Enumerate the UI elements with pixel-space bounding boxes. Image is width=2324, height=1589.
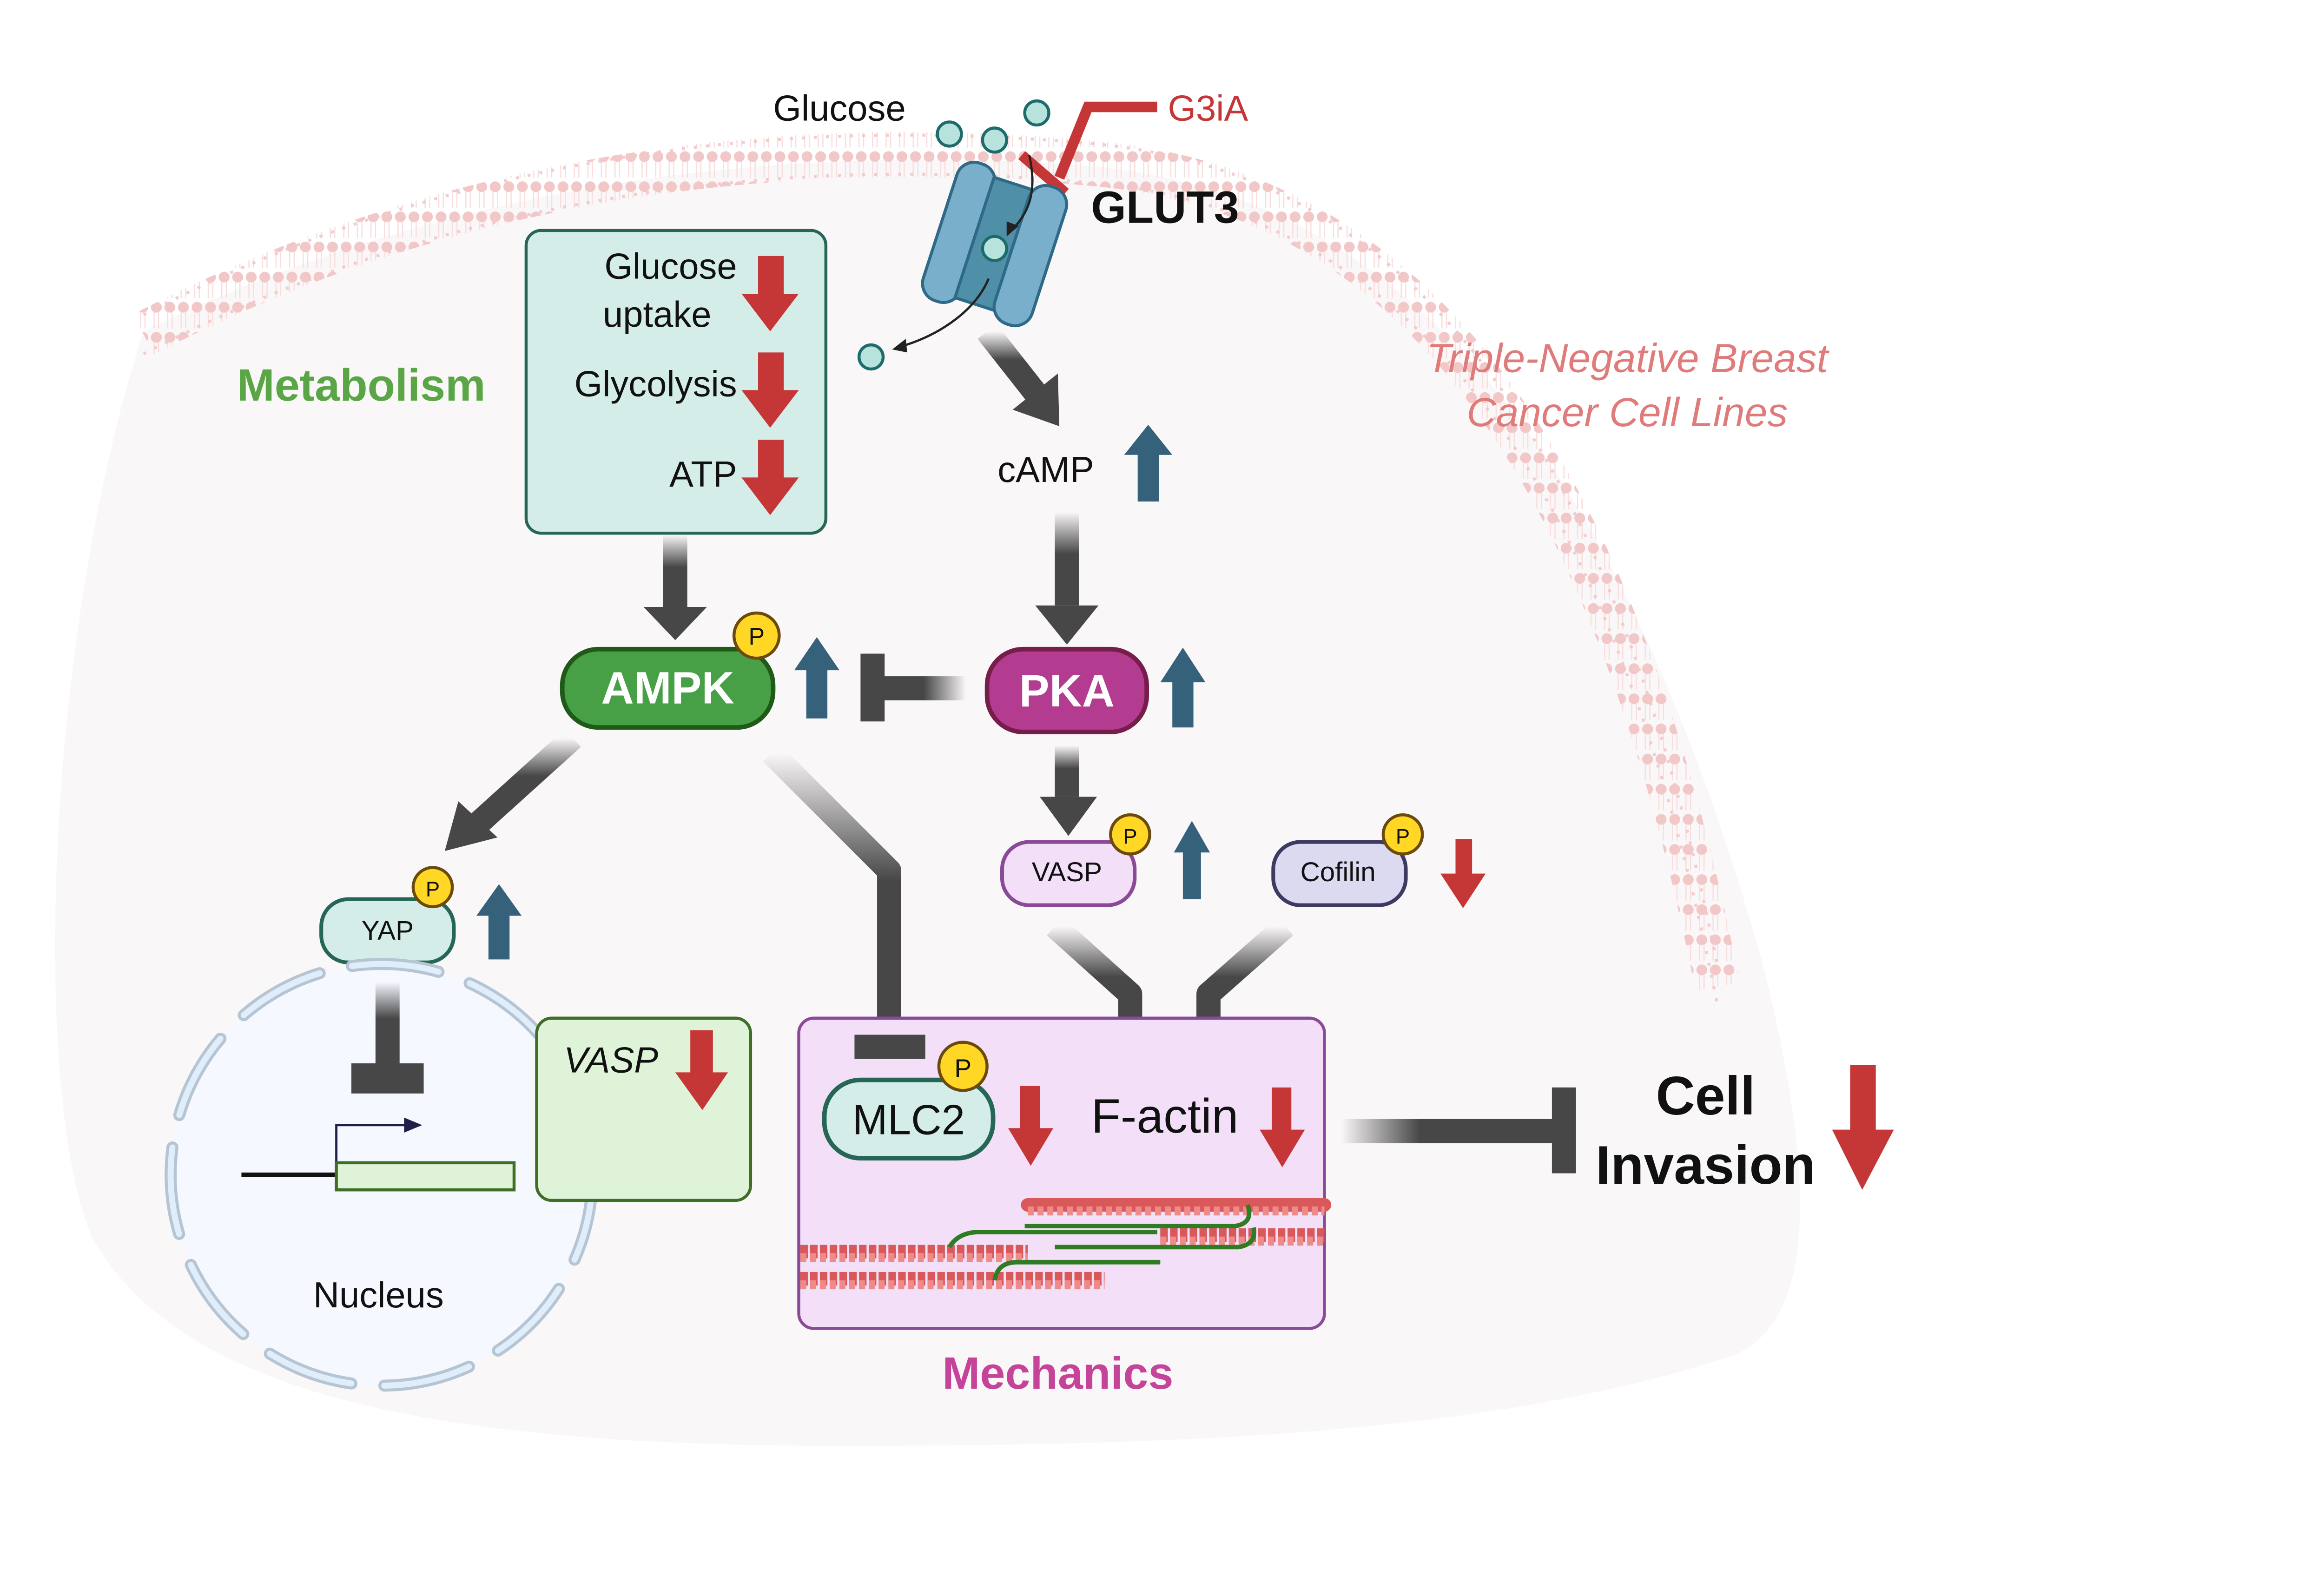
pka-inhibits-ampk-bar (860, 653, 885, 722)
pka-to-vasp-shaft (1055, 745, 1079, 797)
glut3-to-camp-arrow (977, 323, 1046, 402)
up-arrow-icon (1174, 821, 1210, 899)
context-label-line2: Cancer Cell Lines (1467, 389, 1788, 435)
mechanics-inhibits-invasion-bar (1552, 1087, 1576, 1174)
ampk-to-yap-arrowhead (444, 801, 498, 851)
up-arrow-icon (1160, 647, 1206, 728)
glucose-molecule (981, 126, 1008, 154)
up-arrow-icon (1124, 424, 1173, 502)
glut3-label: GLUT3 (1091, 182, 1239, 233)
camp-to-pka-shaft (1055, 512, 1079, 606)
phospho-label: P (1396, 824, 1410, 848)
yap-inhibits-gene-bar (351, 1063, 424, 1094)
phospho-badge (411, 866, 454, 909)
pka-to-vasp-arrowhead (1040, 797, 1097, 836)
down-arrow-icon (1008, 1086, 1054, 1166)
glucose-label: Glucose (773, 88, 905, 128)
pka-inhibits-ampk-line (881, 676, 966, 700)
g3ia-inhibitor-line (1054, 101, 1157, 180)
vasp-gene (335, 1161, 516, 1192)
glut3-to-camp-arrowhead (1012, 373, 1060, 427)
metabolism-label: Metabolism (237, 360, 486, 410)
ampk-inhibits-mlc2-line (763, 745, 901, 1036)
ampk-label: AMPK (601, 662, 734, 713)
phospho-label: P (426, 877, 440, 901)
ampk-node (560, 646, 776, 730)
nucleus-label: Nucleus (313, 1275, 444, 1315)
factin-label: F-actin (1091, 1089, 1239, 1143)
mlc2-label: MLC2 (852, 1096, 965, 1143)
vasp-gene-label: VASP (564, 1040, 658, 1080)
glucose-transport-arrowhead (1006, 221, 1019, 237)
up-arrow-icon (794, 637, 840, 719)
camp-to-pka-arrowhead (1035, 605, 1099, 645)
cofilin-node (1271, 840, 1408, 907)
yap-inhibits-gene-line (375, 982, 400, 1063)
glucose-molecule-in-channel (981, 235, 1008, 262)
cofilin-label: Cofilin (1301, 857, 1376, 887)
outcome-line1: Cell (1656, 1065, 1755, 1126)
metabolism-box (524, 229, 828, 535)
metabolism-item-1-line1: Glucose (604, 247, 737, 287)
metabolism-item-1-line2: uptake (603, 295, 712, 335)
pka-label: PKA (1019, 666, 1115, 716)
transcription-start-arrow (335, 1124, 407, 1163)
down-arrow-icon (1260, 1087, 1305, 1167)
phospho-label: P (748, 623, 765, 650)
mlc2-node (822, 1077, 996, 1161)
g3ia-inhibitor-bar (1018, 151, 1069, 197)
transcription-start-arrowhead (404, 1117, 423, 1133)
metabolism-to-ampk-shaft (663, 534, 687, 607)
phospho-badge (732, 611, 781, 660)
mechanics-label: Mechanics (942, 1348, 1173, 1398)
outcome-line2: Invasion (1596, 1134, 1816, 1195)
down-arrow-icon (1832, 1065, 1894, 1190)
up-arrow-icon (476, 884, 522, 960)
phospho-label: P (1123, 824, 1137, 848)
cell-membrane (133, 132, 1740, 991)
metabolism-to-ampk-arrowhead (643, 607, 707, 640)
context-label-line1: Triple-Negative Breast (1426, 335, 1830, 381)
pka-node (984, 646, 1149, 734)
ampk-inhibits-mlc2-bar-top (854, 1035, 925, 1059)
vasp-protein-node (1000, 840, 1137, 907)
metabolism-item-2-label: Glycolysis (574, 364, 737, 404)
phospho-badge (1381, 813, 1424, 856)
down-arrow-icon (741, 440, 799, 515)
phospho-label: P (954, 1054, 971, 1082)
ampk-to-yap-arrow (471, 729, 581, 831)
yap-label: YAP (362, 916, 414, 946)
phospho-badge (1109, 813, 1151, 856)
glucose-molecule (936, 120, 963, 148)
vasp-protein-label: VASP (1032, 857, 1102, 887)
g3ia-label: G3iA (1168, 88, 1248, 128)
glucose-exit-arrow (901, 278, 990, 348)
actin-myosin-filaments (800, 1198, 1332, 1290)
down-arrow-icon (675, 1030, 728, 1110)
phospho-badge (937, 1041, 989, 1092)
mechanics-inhibits-invasion-line (1341, 1119, 1567, 1143)
metabolism-item-3-label: ATP (669, 455, 737, 495)
down-arrow-icon (741, 256, 799, 331)
down-arrow-icon (741, 352, 799, 428)
glucose-transport-arrow (1011, 155, 1034, 230)
glucose-exit-arrowhead (892, 339, 907, 353)
glucose-molecule (1023, 99, 1050, 127)
camp-label: cAMP (997, 450, 1094, 490)
glucose-molecule (857, 343, 885, 371)
